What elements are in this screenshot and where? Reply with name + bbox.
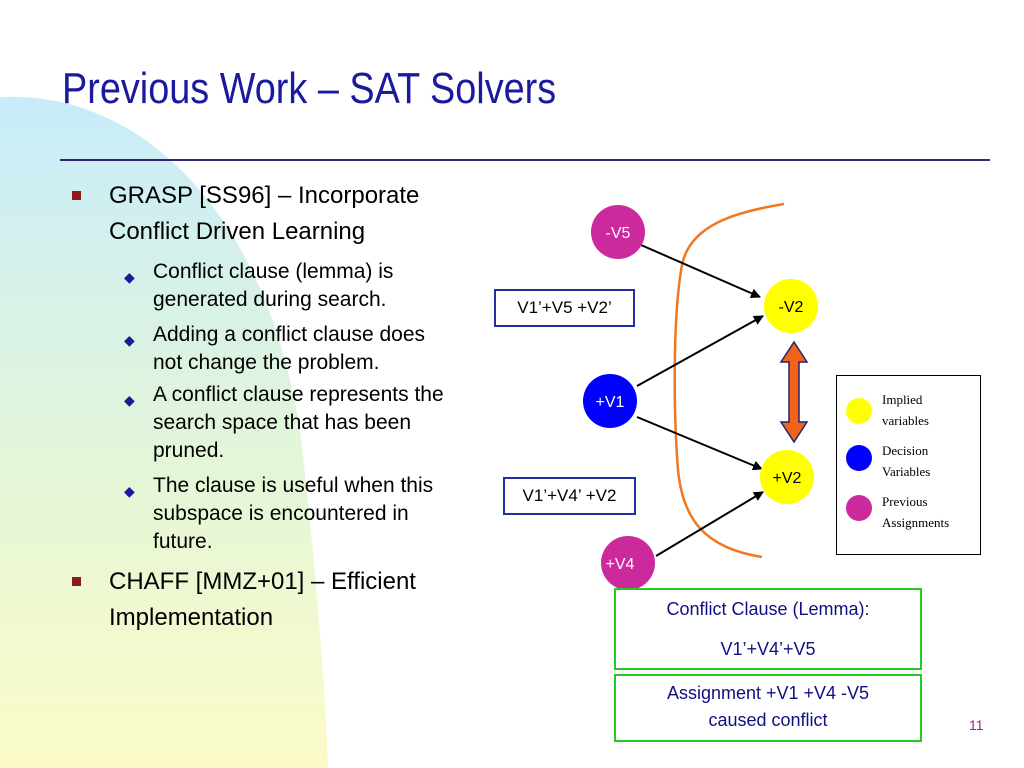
edge-v1-to-v2neg: [636, 315, 764, 387]
conflict-double-arrow: [779, 340, 809, 444]
sub-bullet-line: future.: [153, 530, 213, 553]
assignment-line: caused conflict: [708, 710, 828, 730]
sub-bullet-line: A conflict clause represents the: [153, 383, 444, 406]
legend-decision-swatch: [846, 445, 872, 471]
bullet-line: GRASP [SS96] – Incorporate: [109, 182, 420, 209]
page-number: 11: [969, 717, 984, 733]
sub-bullet-line: search space that has been: [153, 411, 412, 434]
diamond-bullet-icon: ◆: [124, 392, 135, 408]
background-curve: [0, 96, 328, 768]
bullet-line: Conflict Driven Learning: [109, 218, 366, 245]
node-v2-neg: [764, 279, 818, 333]
sub-bullet-line: Adding a conflict clause does: [153, 323, 426, 346]
title-underline: [60, 159, 990, 161]
node-v1-pos-label: +V1: [596, 394, 625, 411]
conflict-cut-curve: [673, 202, 785, 559]
diamond-bullet-icon: ◆: [124, 269, 135, 285]
node-v5-neg-label: -V5: [606, 225, 631, 242]
edge-v5-to-v2neg: [640, 244, 761, 298]
clause-box-top: V1’+V5 +V2’: [494, 289, 635, 327]
legend-implied-swatch: [846, 398, 872, 424]
sub-bullet-line: subspace is encountered in: [153, 502, 409, 525]
node-v2-pos-label: +V2: [773, 470, 802, 487]
clause-box-bottom: V1’+V4’ +V2: [503, 477, 636, 515]
node-v4-pos-label: +V4: [606, 556, 635, 573]
edge-v1-to-v2pos: [636, 416, 763, 471]
node-v2-pos: [760, 450, 814, 504]
node-v5-neg: [591, 205, 645, 259]
legend-decision-label: Decision Variables: [882, 443, 931, 479]
assignment-line: Assignment +V1 +V4 -V5: [666, 683, 870, 703]
legend-previous-label: Previous Assignments: [882, 494, 950, 530]
bullet-square-icon: [72, 191, 81, 200]
conflict-clause-value: V1’+V4’+V5: [720, 639, 816, 659]
edge-v4-to-v2pos: [655, 491, 764, 557]
bullet-square-icon: [72, 577, 81, 586]
sub-bullet-line: pruned.: [153, 439, 225, 462]
sub-bullet-line: Conflict clause (lemma) is: [153, 260, 394, 283]
sub-bullet-line: The clause is useful when this: [153, 474, 434, 497]
bullet-line: Implementation: [109, 604, 274, 631]
slide-title: Previous Work – SAT Solvers: [62, 64, 557, 113]
sub-bullet-line: generated during search.: [153, 288, 387, 311]
sub-bullet-line: not change the problem.: [153, 351, 380, 374]
node-v1-pos: [583, 374, 637, 428]
node-v2-neg-label: -V2: [779, 299, 804, 316]
diamond-bullet-icon: ◆: [124, 483, 135, 499]
conflict-clause-heading: Conflict Clause (Lemma):: [666, 599, 870, 619]
bullet-line: CHAFF [MMZ+01] – Efficient: [109, 568, 416, 595]
diamond-bullet-icon: ◆: [124, 332, 135, 348]
node-v4-pos: [601, 536, 655, 590]
assignment-box: Assignment +V1 +V4 -V5 caused conflict: [614, 674, 922, 742]
conflict-clause-box: Conflict Clause (Lemma): V1’+V4’+V5: [614, 588, 922, 670]
legend-previous-swatch: [846, 495, 872, 521]
legend-implied-label: Implied variables: [882, 392, 929, 428]
legend: Implied variables Decision Variables Pre…: [836, 375, 981, 555]
